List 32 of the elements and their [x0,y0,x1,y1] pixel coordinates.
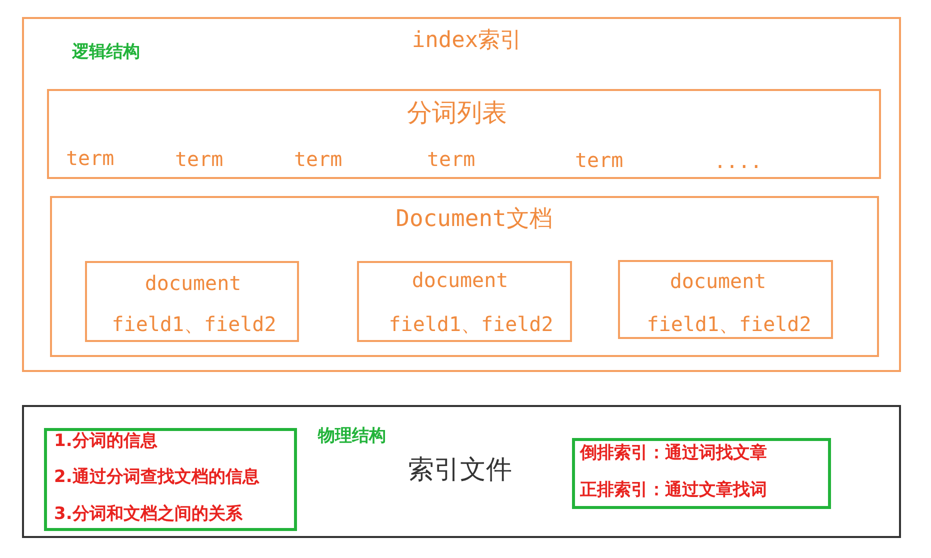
term-label: term [294,148,342,170]
index-box [22,17,901,372]
info-item: 2.通过分词查找文档的信息 [54,468,260,487]
document-label: document [670,270,766,292]
term-label: term [175,148,224,170]
ellipsis-label: .... [714,150,762,172]
term-list-box [47,89,881,179]
document-group-box [50,196,879,357]
index-type-item: 正排索引：通过文章找词 [580,481,767,500]
term-label: term [427,148,476,170]
document-label: document [412,269,508,291]
info-item: 1.分词的信息 [54,432,158,451]
document-box [618,260,833,339]
document-box [85,261,299,342]
box-title: index索引 [412,29,522,54]
index-file-box [22,405,901,538]
info-item: 3.分词和文档之间的关系 [54,505,242,524]
section-label: 逻辑结构 [72,43,140,62]
box-title: 分词列表 [407,99,507,126]
box-title: Document文档 [396,207,552,232]
field-label: field1、field2 [646,313,812,335]
section-label: 物理结构 [318,427,386,446]
document-label: document [144,272,242,294]
field-label: field1、field2 [388,313,554,335]
term-label: term [575,149,624,171]
term-label: term [66,147,114,169]
index-type-item: 倒排索引：通过词找文章 [580,444,767,463]
document-box [357,261,572,342]
field-label: field1、field2 [112,313,276,335]
index-type-box [572,438,831,509]
info-list-box [44,428,297,531]
box-title: 索引文件 [408,456,512,485]
